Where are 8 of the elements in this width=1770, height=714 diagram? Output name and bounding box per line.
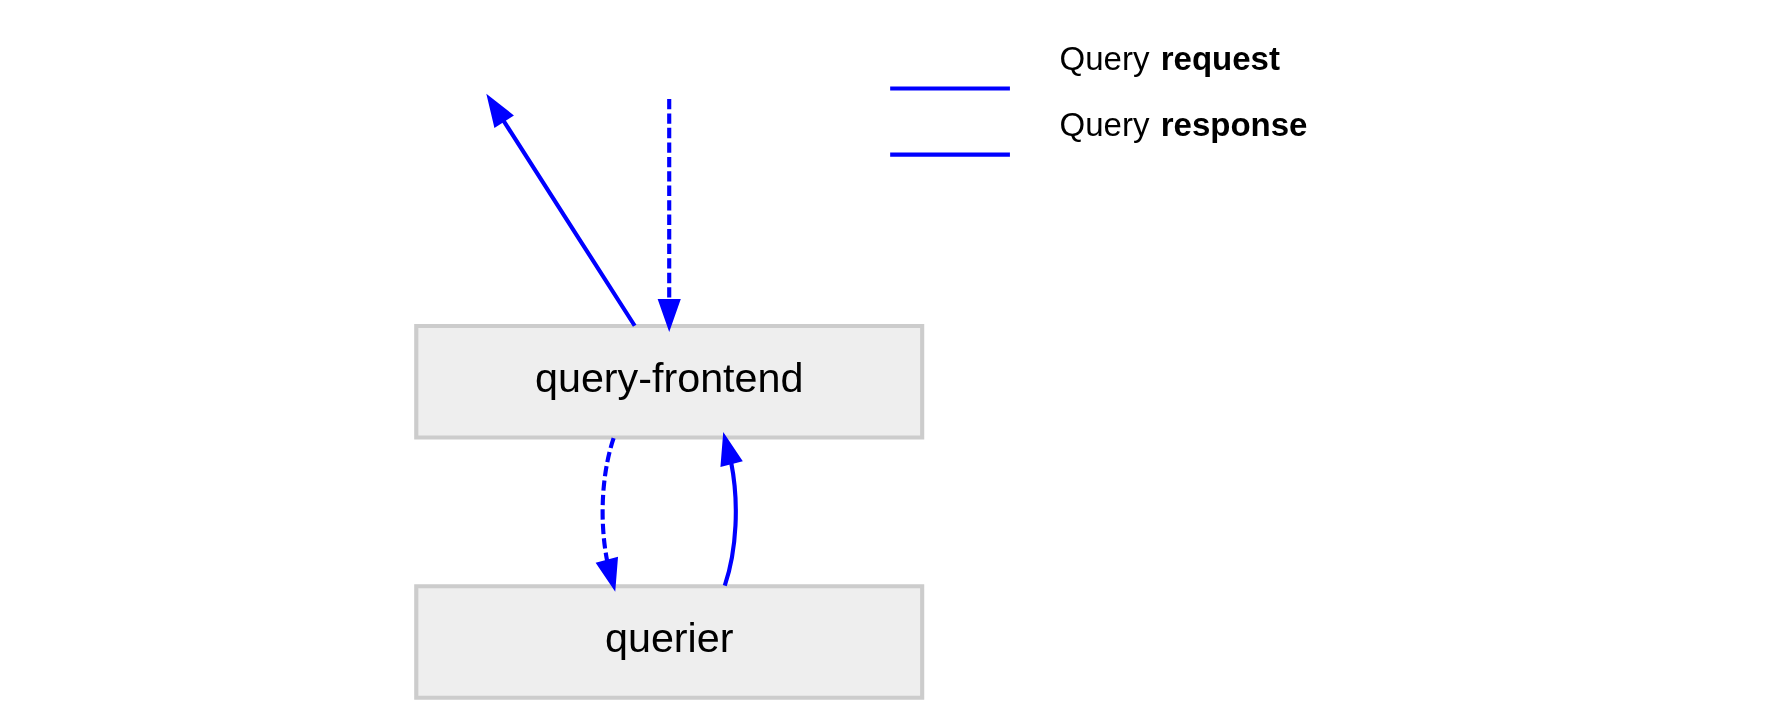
node-box: querier	[414, 584, 925, 700]
arrow	[657, 99, 681, 332]
legend-label: Query response	[1059, 105, 1308, 143]
node-box: query-frontend	[414, 323, 925, 440]
legend-label: Query request	[1059, 39, 1280, 77]
arrow	[595, 437, 618, 592]
arrow	[486, 93, 637, 327]
arrow	[720, 432, 743, 587]
